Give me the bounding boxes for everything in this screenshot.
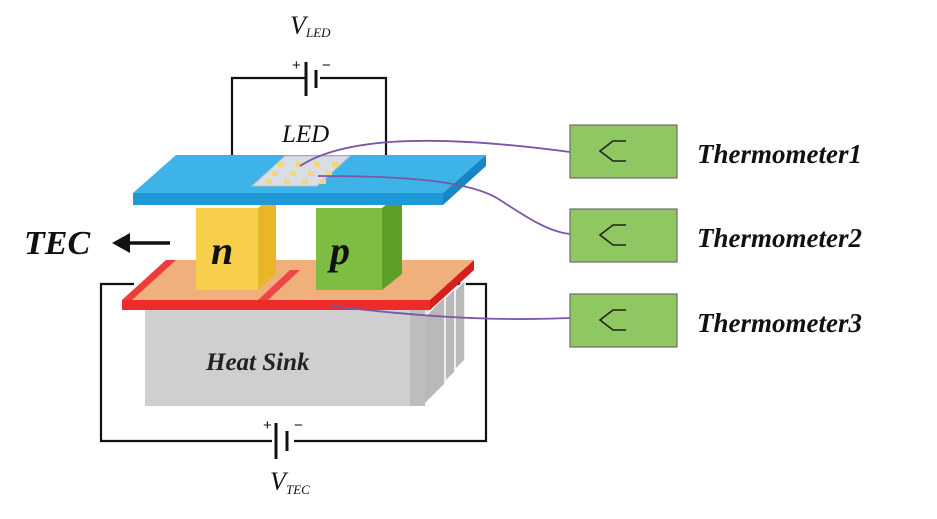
p-leg <box>316 192 402 290</box>
tec-battery-icon <box>274 423 289 459</box>
v-led-label: V <box>290 11 309 40</box>
probe-icon <box>598 309 626 331</box>
p-label: p <box>327 228 350 273</box>
v-tec-label: V <box>270 467 289 496</box>
thermometer-1 <box>569 124 678 179</box>
tec-arrow-icon <box>112 233 170 253</box>
v-led-subscript: LED <box>305 25 331 40</box>
heat-sink <box>145 278 466 408</box>
led-plus-sign: + <box>292 57 301 74</box>
tec-plus-sign: + <box>263 417 272 434</box>
thermometer-2-label: Thermometer2 <box>697 223 862 253</box>
heat-sink-label: Heat Sink <box>205 349 310 376</box>
n-label: n <box>211 228 233 273</box>
led-label: LED <box>281 121 329 148</box>
tec-circuit-wire <box>99 282 488 443</box>
thermometer-1-label: Thermometer1 <box>697 139 862 169</box>
led-minus-sign: − <box>322 57 331 74</box>
tec-minus-sign: − <box>294 417 303 434</box>
tec-label: TEC <box>24 225 90 262</box>
thermometer-3-label: Thermometer3 <box>697 308 862 338</box>
probe-icon <box>598 140 626 162</box>
led-circuit-wire <box>230 76 388 160</box>
probe-icon <box>598 224 626 246</box>
v-tec-subscript: TEC <box>286 482 310 497</box>
n-leg <box>196 192 276 290</box>
thermometer-3 <box>569 293 678 348</box>
led-chip <box>250 155 352 187</box>
bottom-plate <box>122 260 474 310</box>
thermometer-2 <box>569 208 678 263</box>
led-battery-icon <box>304 62 318 96</box>
probe-wires <box>299 139 571 320</box>
